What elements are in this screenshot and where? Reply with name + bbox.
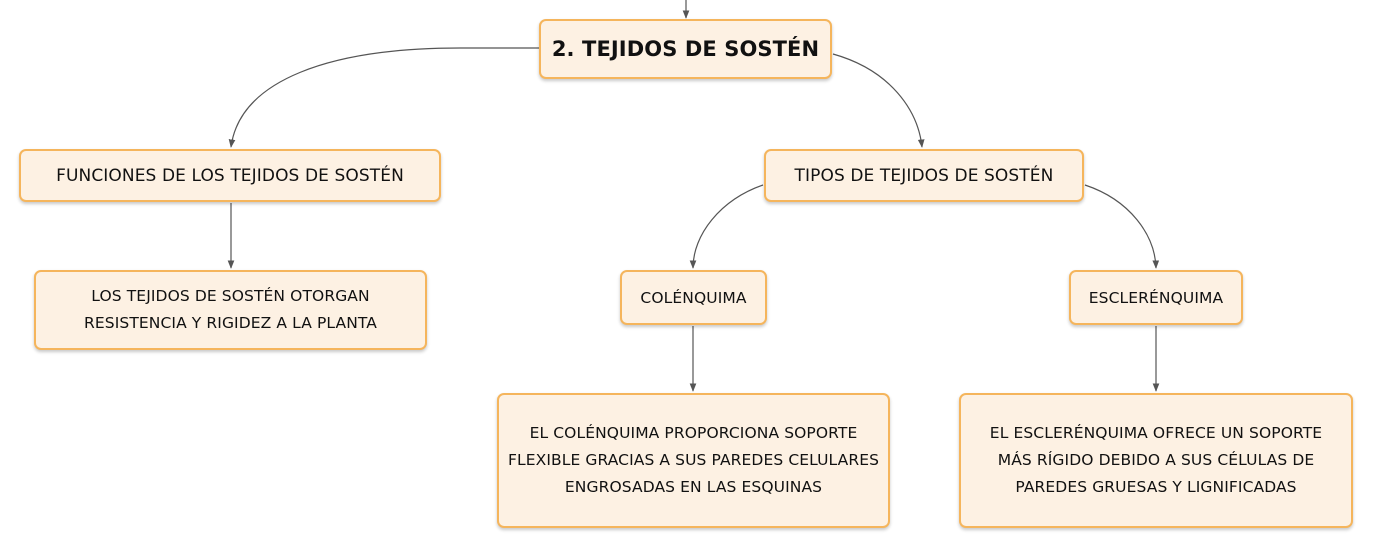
node-tipos-label: TIPOS DE TEJIDOS DE SOSTÉN (794, 165, 1054, 186)
node-text-line: MÁS RÍGIDO DEBIDO A SUS CÉLULAS DE (997, 451, 1315, 469)
node-text-line: FLEXIBLE GRACIAS A SUS PAREDES CELULARES (507, 451, 880, 469)
node-tejidos-de-sosten[interactable]: 2. TEJIDOS DE SOSTÉN (539, 19, 832, 79)
node-esclerenquima-description[interactable]: EL ESCLERÉNQUIMA OFRECE UN SOPORTE MÁS R… (959, 393, 1353, 528)
connector-root-tipos (832, 53, 925, 148)
connector-tipos-esclerenquima (1084, 184, 1160, 269)
connector-tipos-colenquima (689, 184, 764, 269)
node-funciones[interactable]: FUNCIONES DE LOS TEJIDOS DE SOSTÉN (19, 149, 441, 202)
node-text-line: EL ESCLERÉNQUIMA OFRECE UN SOPORTE (989, 424, 1323, 442)
node-text-line: PAREDES GRUESAS Y LIGNIFICADAS (1015, 478, 1297, 496)
node-esclerenquima[interactable]: ESCLERÉNQUIMA (1069, 270, 1243, 325)
connector-root-funciones (228, 47, 539, 148)
node-colenquima-description[interactable]: EL COLÉNQUIMA PROPORCIONA SOPORTE FLEXIB… (497, 393, 890, 528)
node-esclerenquima-label: ESCLERÉNQUIMA (1088, 288, 1224, 307)
node-text-line: EL COLÉNQUIMA PROPORCIONA SOPORTE (529, 424, 858, 442)
node-text-line: LOS TEJIDOS DE SOSTÉN OTORGAN (91, 287, 370, 305)
node-funciones-description[interactable]: LOS TEJIDOS DE SOSTÉN OTORGAN RESISTENCI… (34, 270, 427, 350)
node-text-line: ENGROSADAS EN LAS ESQUINAS (564, 478, 823, 496)
node-colenquima[interactable]: COLÉNQUIMA (620, 270, 767, 325)
node-text-line: RESISTENCIA Y RIGIDEZ A LA PLANTA (84, 314, 377, 332)
node-colenquima-label: COLÉNQUIMA (640, 288, 747, 307)
node-tejidos-de-sosten-label: 2. TEJIDOS DE SOSTÉN (551, 37, 820, 61)
node-tipos[interactable]: TIPOS DE TEJIDOS DE SOSTÉN (764, 149, 1084, 202)
node-funciones-label: FUNCIONES DE LOS TEJIDOS DE SOSTÉN (56, 165, 404, 186)
